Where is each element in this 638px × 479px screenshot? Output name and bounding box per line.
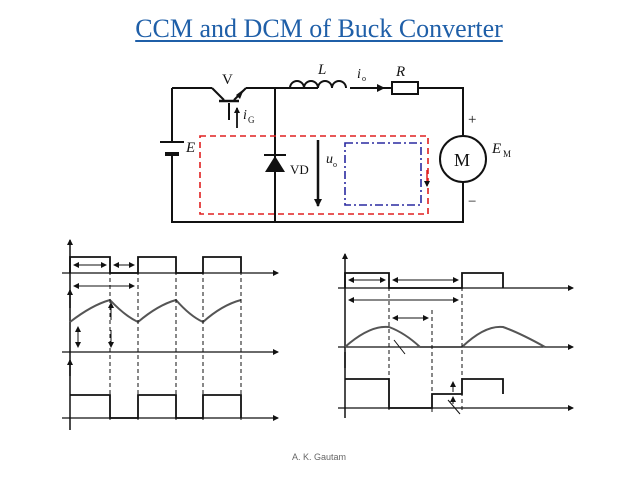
motor	[439, 135, 487, 183]
output-current-label: i	[357, 67, 361, 82]
diode	[264, 154, 286, 172]
motor-label: M	[454, 150, 470, 170]
emf-sub: M	[503, 149, 511, 159]
source-label: E	[185, 140, 195, 156]
source-battery	[160, 141, 184, 156]
emf-label: E	[491, 141, 501, 157]
ccm-waveforms	[62, 239, 279, 430]
resistor-label: R	[395, 64, 405, 80]
gate-current-label: i	[243, 108, 247, 123]
resistor	[391, 81, 419, 95]
switch-label: V	[222, 72, 233, 88]
output-voltage-sub: o	[333, 160, 337, 169]
footer-author: A. K. Gautam	[291, 452, 347, 462]
diode-label: VD	[290, 162, 309, 177]
slide-title: CCM and DCM of Buck Converter	[135, 14, 503, 43]
output-voltage-label: u	[326, 152, 333, 167]
switch-arrow-icon	[236, 89, 244, 99]
inductor-label: L	[317, 62, 326, 78]
circuit-wires	[171, 87, 464, 223]
output-current-sub: o	[362, 74, 366, 83]
switch-on-current-loop	[199, 135, 429, 215]
dcm-waveforms	[338, 253, 574, 418]
motor-minus: −	[468, 194, 476, 210]
gate-current-sub: G	[248, 115, 255, 125]
motor-plus: +	[468, 112, 476, 128]
freewheel-current-loop	[344, 142, 422, 206]
inductor-coil	[289, 80, 347, 89]
circuit-schematic: E V i G L i o R M + − E M	[160, 62, 511, 223]
